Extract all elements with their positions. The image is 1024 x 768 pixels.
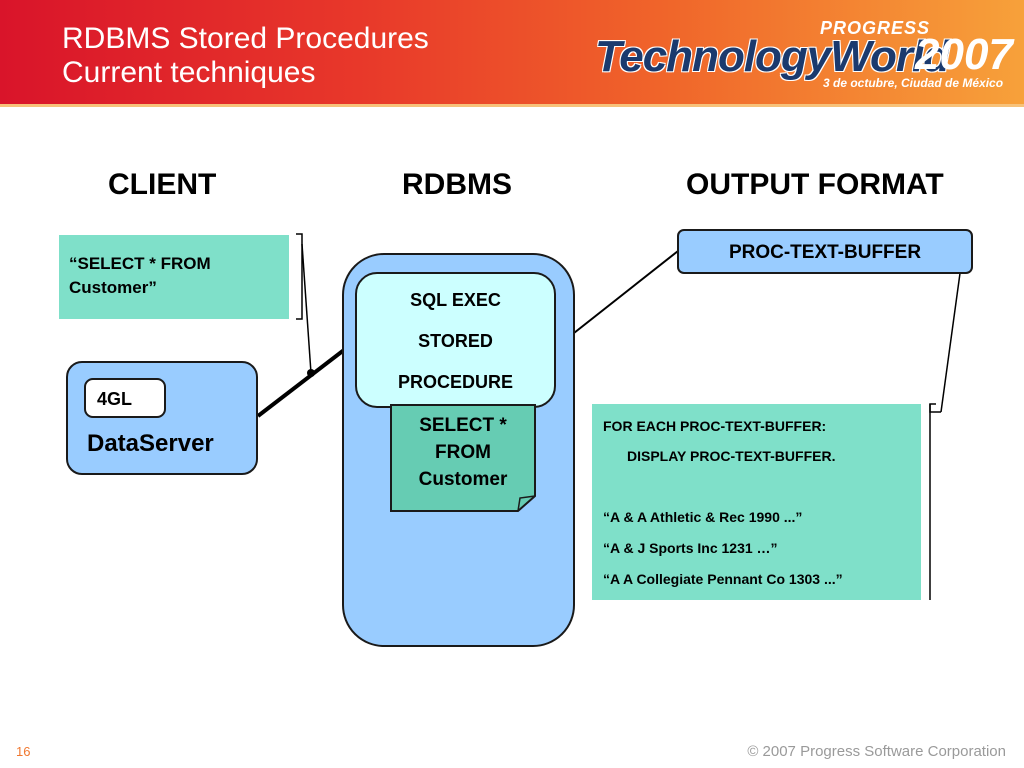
output-note-bracket-top [929,403,941,413]
client-query-line-1: “SELECT * FROM [69,254,211,273]
select-note-shape [390,404,536,512]
client-query-note: “SELECT * FROM Customer” [59,235,289,319]
logo-subtitle-text: 3 de octubre, Ciudad de México [823,76,1004,90]
select-note-fold [517,495,536,512]
select-statement-text: SELECT * FROM Customer [390,412,536,493]
client-query-line-2: Customer” [69,278,157,297]
column-heading-output: OUTPUT FORMAT [686,168,944,201]
title-line-1: RDBMS Stored Procedures [62,22,429,55]
code-line-2: DISPLAY PROC-TEXT-BUFFER. [627,448,836,464]
sql-exec-line-1: SQL EXEC [410,290,501,310]
select-line-3: Customer [418,469,508,490]
title-line-2: Current techniques [62,56,316,89]
column-heading-rdbms: RDBMS [402,168,512,201]
copyright-notice: © 2007 Progress Software Corporation [747,743,1006,760]
logo-technologyworld-text: TechnologyWorld [595,32,950,81]
output-row-1: “A & A Athletic & Rec 1990 ...” [603,509,803,525]
proc-text-buffer-box: PROC-TEXT-BUFFER [677,229,973,274]
dataserver-to-rdbms-line [256,338,359,418]
client-note-bracket [296,233,303,320]
select-line-1: SELECT * [419,415,507,436]
technologyworld-logo: PROGRESS TechnologyWorld 2007 3 de octub… [595,18,1015,96]
slide-title: RDBMS Stored Procedures Current techniqu… [62,22,429,90]
client-note-pointer [301,243,312,374]
sql-exec-line-2: STORED [418,331,493,351]
header-divider [0,104,1024,107]
dataserver-label: DataServer [87,430,214,457]
select-statement-note [390,404,536,512]
output-note-pointer [940,265,962,413]
4gl-box: 4GL [84,378,166,418]
output-row-3: “A A Collegiate Pennant Co 1303 ...” [603,571,843,587]
select-line-2: FROM [435,442,491,463]
sql-exec-stored-procedure-box: SQL EXEC STORED PROCEDURE [355,272,556,408]
output-code-note: FOR EACH PROC-TEXT-BUFFER: DISPLAY PROC-… [592,404,921,600]
output-row-2: “A & J Sports Inc 1231 …” [603,540,778,556]
code-line-1: FOR EACH PROC-TEXT-BUFFER: [603,418,827,434]
column-heading-client: CLIENT [108,168,217,201]
slide-number: 16 [16,744,31,759]
logo-progress-text: PROGRESS [820,18,931,38]
slide-header [0,0,1024,107]
logo-year-text: 2007 [915,30,1013,79]
rdbms-to-buffer-line [573,250,679,334]
sql-exec-line-3: PROCEDURE [397,372,513,392]
